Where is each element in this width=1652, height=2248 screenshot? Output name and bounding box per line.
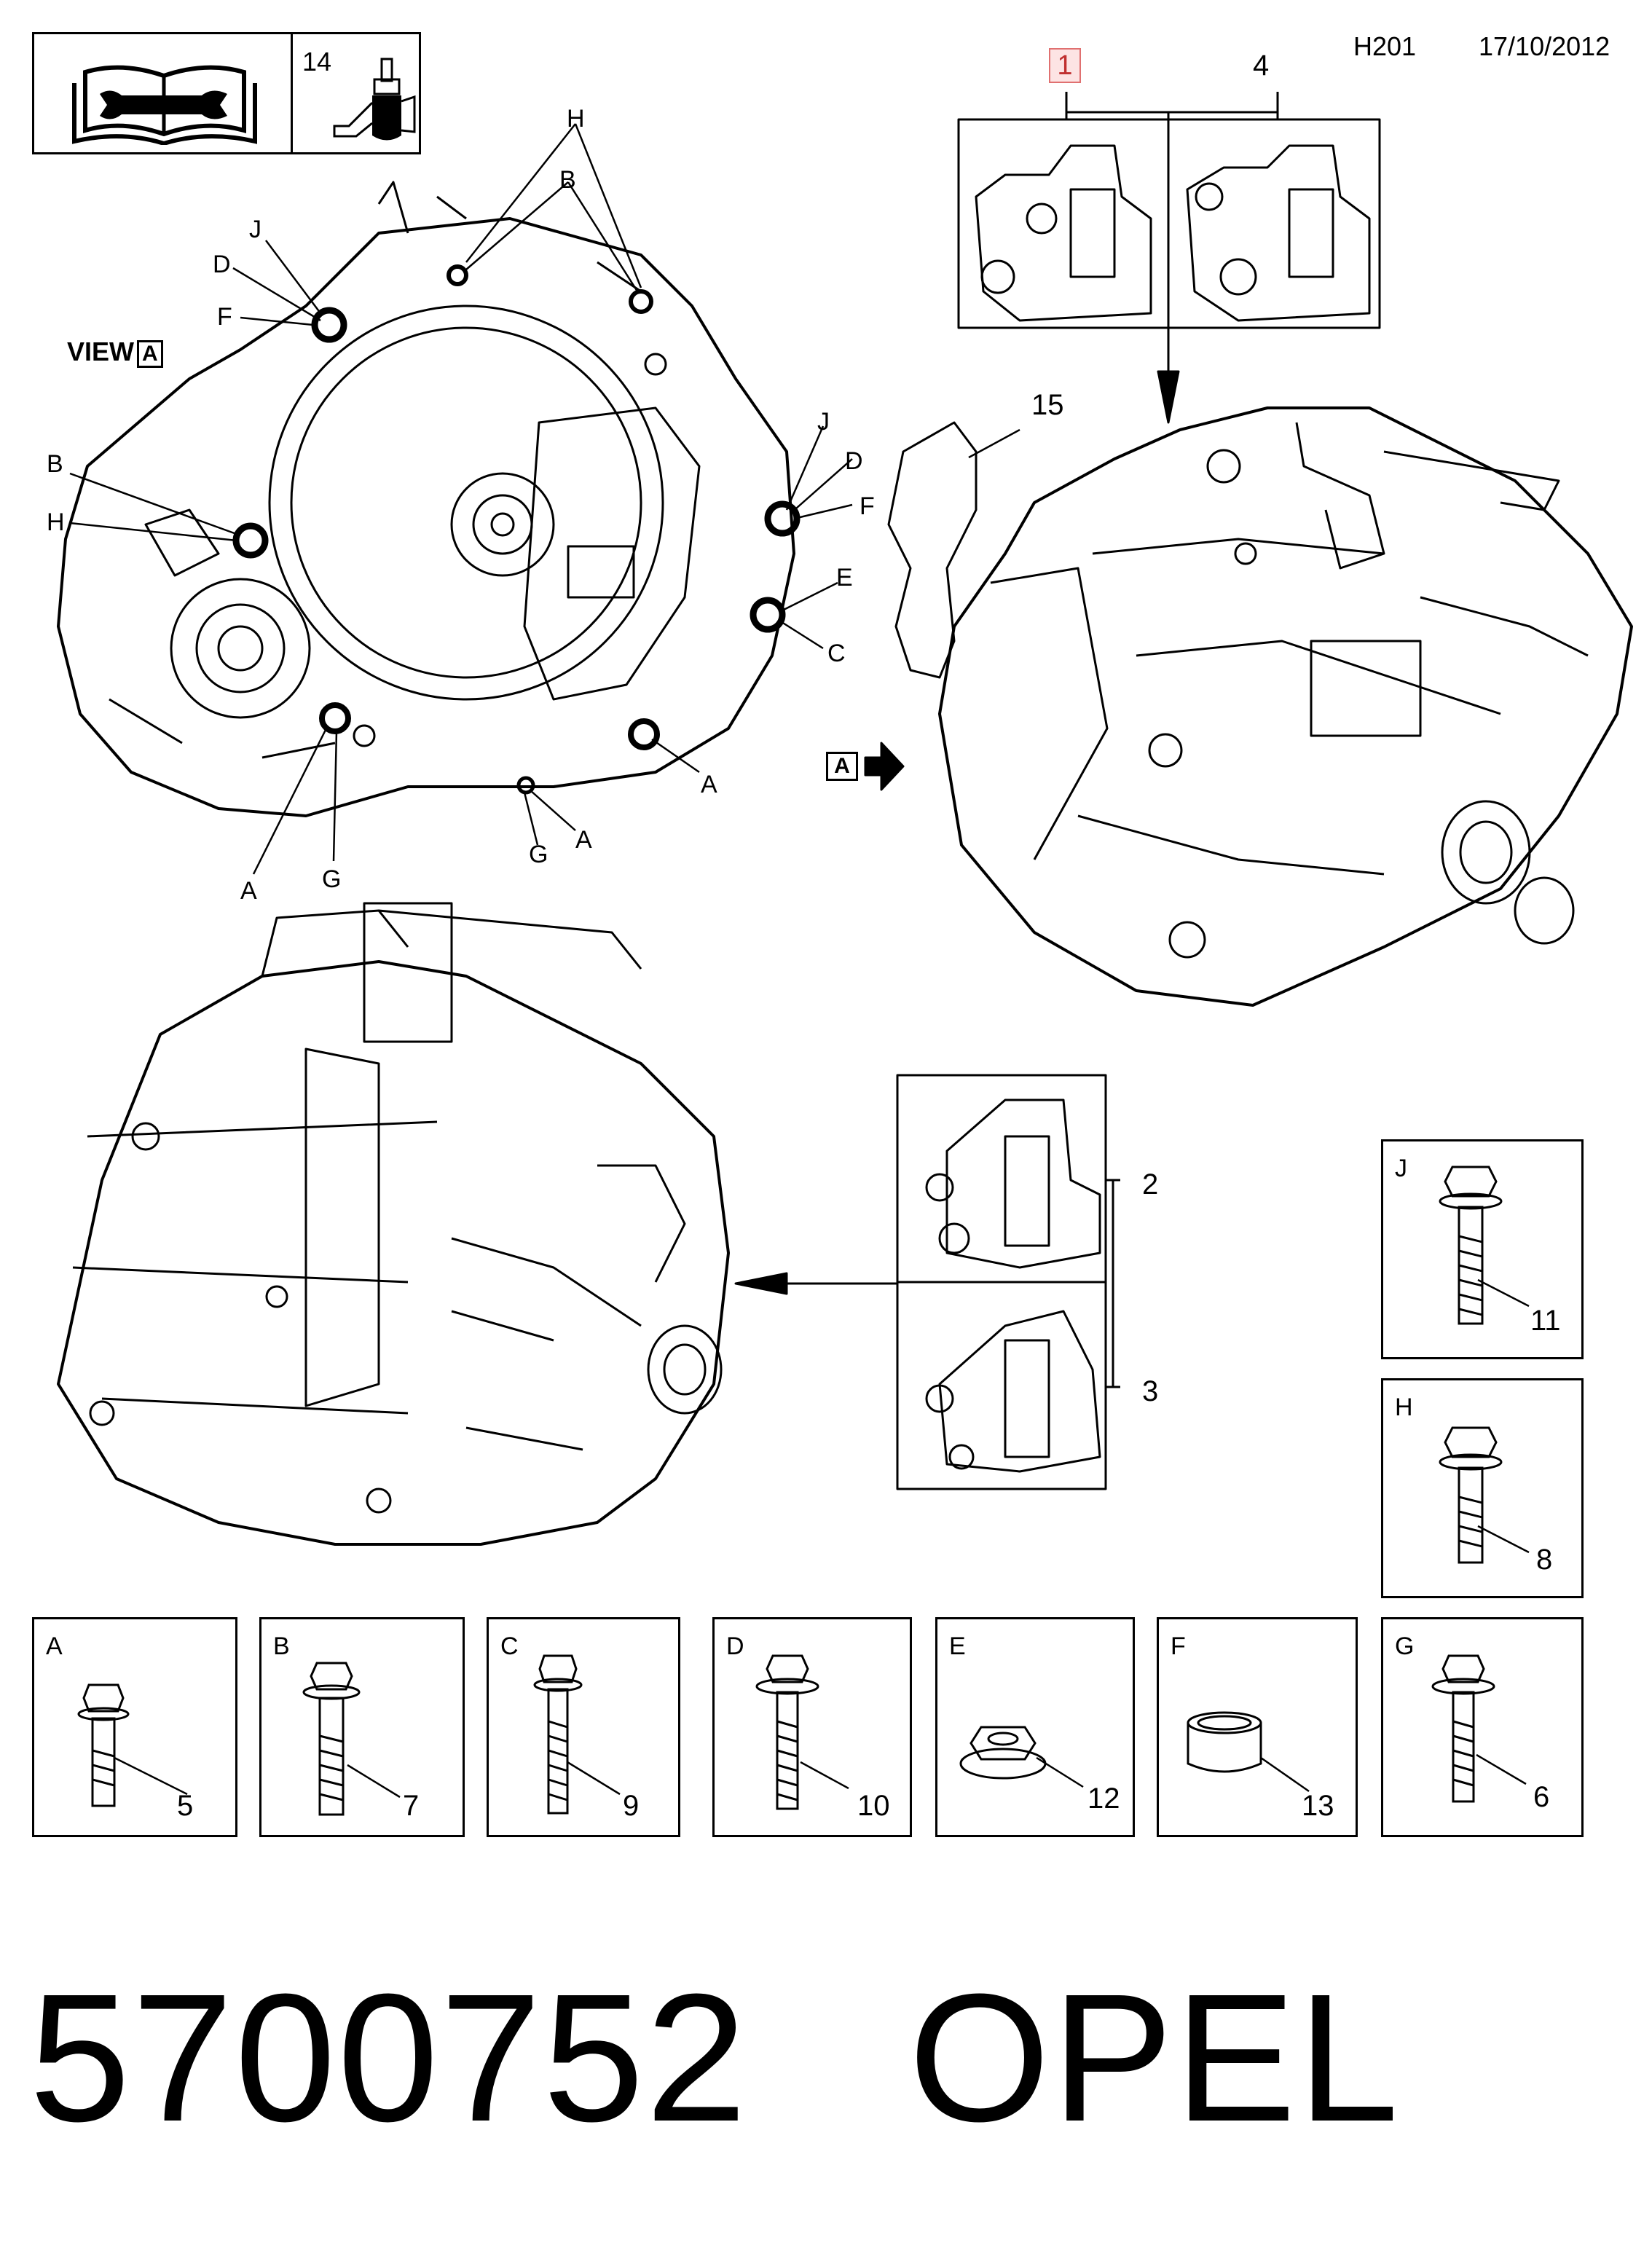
callout-view-F-left: F — [217, 303, 232, 331]
view-a-arrow-label: A — [826, 752, 858, 781]
callout-view-F-right: F — [860, 492, 875, 520]
legend-divider — [291, 34, 293, 152]
sleeve-icon — [1187, 1711, 1262, 1773]
fastener-leader — [347, 1764, 401, 1799]
adhesive-tube-icon — [333, 58, 416, 141]
callout-view-A-bottom-right: A — [701, 771, 717, 798]
fastener-number: 6 — [1533, 1781, 1550, 1813]
book-wrench-icon — [72, 65, 257, 145]
bolt-short-icon — [77, 1683, 130, 1807]
tool-number: 14 — [302, 47, 332, 76]
fastener-letter: A — [46, 1632, 63, 1660]
fastener-number: 8 — [1536, 1544, 1553, 1576]
fastener-number: 13 — [1302, 1790, 1334, 1822]
callout-detail-3: 3 — [1142, 1375, 1159, 1407]
fastener-number: 12 — [1087, 1783, 1120, 1815]
callout-view-G-bottom-left: G — [322, 865, 342, 893]
fastener-letter: H — [1395, 1394, 1413, 1421]
fastener-leader — [800, 1761, 849, 1790]
transmission-assembly-lower-left — [57, 902, 730, 1546]
view-a-housing-drawing — [57, 181, 795, 817]
callout-view-B-left: B — [47, 450, 63, 478]
fastener-letter: F — [1171, 1632, 1186, 1660]
callout-detail-1[interactable]: 1 — [1049, 48, 1081, 83]
part-number: 5700752 — [29, 1956, 749, 2159]
detail-frames-middle — [734, 1074, 1120, 1490]
callout-view-E-right: E — [836, 564, 853, 592]
fastener-letter: E — [949, 1632, 966, 1660]
view-label-text: VIEW — [67, 337, 135, 366]
callout-view-C-right: C — [827, 640, 846, 667]
legend-box: 14 — [32, 32, 421, 154]
bolt-flange-medium-icon — [1439, 1426, 1503, 1564]
callout-view-D-right: D — [845, 447, 863, 475]
callout-view-J-right: J — [817, 408, 830, 436]
callout-view-G-bottom-mid: G — [529, 841, 548, 868]
callout-view-A-bottom-left: A — [240, 877, 257, 905]
fastener-leader — [1477, 1278, 1530, 1308]
view-a-leader-lines — [69, 123, 853, 875]
fastener-box-B: B 7 — [259, 1617, 465, 1837]
bolt-flange-long-icon — [1439, 1166, 1503, 1325]
fastener-number: 11 — [1530, 1305, 1561, 1337]
fastener-number: 10 — [857, 1790, 890, 1822]
fastener-leader — [567, 1761, 621, 1796]
callout-view-A-bottom-mid: A — [575, 826, 592, 854]
detail-to-assembly-arrow — [1157, 328, 1180, 424]
diagram-code: H201 — [1353, 31, 1417, 61]
bolt-long-icon — [533, 1654, 583, 1815]
view-a-arrow-letter: A — [834, 754, 850, 778]
bolt-flange-icon — [755, 1654, 819, 1810]
fastener-number: 9 — [623, 1790, 640, 1822]
fastener-leader — [1477, 1525, 1530, 1554]
detail-frames-top — [957, 92, 1381, 329]
callout-detail-4: 4 — [1253, 50, 1270, 82]
callout-view-B-top: B — [559, 166, 576, 194]
fastener-number: 7 — [403, 1790, 420, 1822]
fastener-box-J: J 11 — [1381, 1139, 1584, 1359]
fastener-letter: G — [1395, 1632, 1415, 1660]
fastener-box-F: F 13 — [1157, 1617, 1358, 1837]
diagram-date: 17/10/2012 — [1479, 31, 1610, 61]
fastener-leader — [1260, 1756, 1310, 1793]
fastener-letter: J — [1395, 1155, 1407, 1182]
fastener-leader — [114, 1756, 188, 1796]
callout-detail-2: 2 — [1142, 1168, 1159, 1200]
callout-view-D-left: D — [213, 251, 231, 278]
fastener-box-A: A 5 — [32, 1617, 237, 1837]
callout-bracket-15: 15 — [1031, 389, 1064, 421]
fastener-leader — [1476, 1753, 1527, 1785]
fastener-box-C: C 9 — [487, 1617, 680, 1837]
fastener-box-G: G 6 — [1381, 1617, 1584, 1837]
callout-view-H-top: H — [567, 105, 585, 133]
callout-view-H-left: H — [47, 508, 65, 536]
fastener-box-H: H 8 — [1381, 1378, 1584, 1598]
brand-name: OPEL — [908, 1956, 1401, 2159]
fastener-box-E: E 12 — [935, 1617, 1135, 1837]
view-a-arrow-shape — [864, 742, 905, 791]
bolt-medium-icon — [302, 1662, 361, 1816]
callout-detail-1-label: 1 — [1057, 50, 1073, 81]
transmission-assembly-right — [887, 406, 1633, 1007]
fastener-letter: D — [726, 1632, 744, 1660]
fastener-leader — [1036, 1756, 1084, 1788]
fastener-letter: C — [500, 1632, 519, 1660]
view-a-fastener-bosses — [232, 264, 801, 795]
callout-view-J-left: J — [249, 216, 261, 243]
fastener-letter: B — [273, 1632, 290, 1660]
fastener-box-D: D 10 — [712, 1617, 912, 1837]
bolt-flange-medium-icon — [1431, 1654, 1495, 1803]
fastener-number: 5 — [177, 1790, 194, 1822]
view-label-letter: A — [137, 340, 163, 368]
